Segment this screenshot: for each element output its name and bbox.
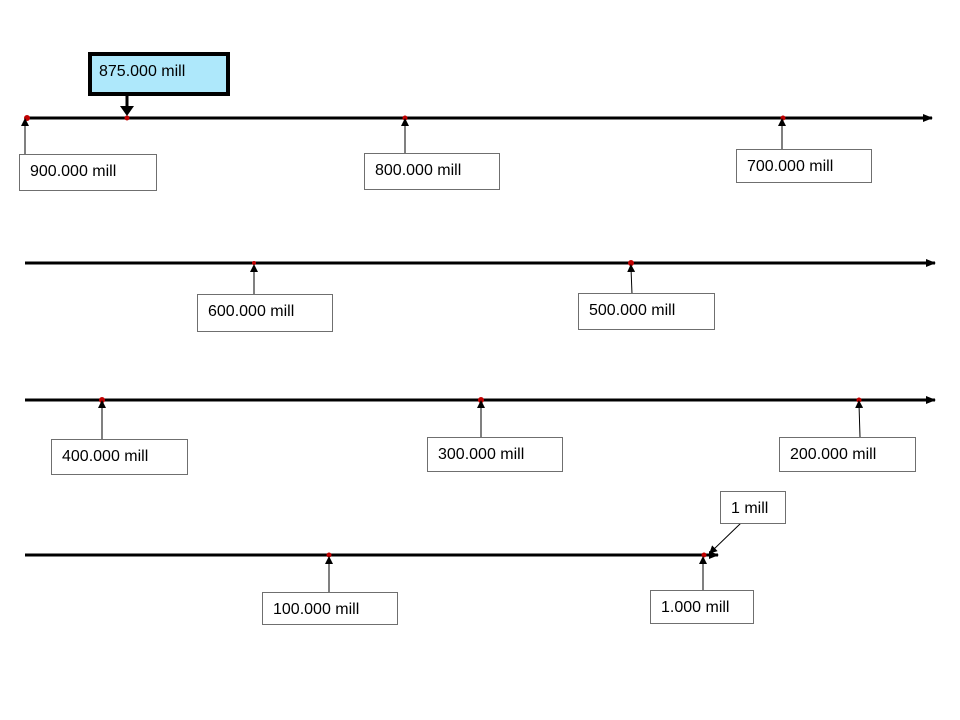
dot-100	[326, 552, 332, 558]
dot-875	[124, 115, 130, 121]
label-875-highlight: 875.000 mill	[88, 52, 230, 96]
label-100: 100.000 mill	[262, 592, 398, 625]
dot-900	[24, 115, 30, 121]
label-800-text: 800.000 mill	[375, 162, 462, 179]
label-900: 900.000 mill	[19, 154, 157, 191]
label-700: 700.000 mill	[736, 149, 872, 183]
dot-800	[402, 115, 408, 121]
label-300: 300.000 mill	[427, 437, 563, 472]
dot-400	[99, 397, 105, 403]
label-800: 800.000 mill	[364, 153, 500, 190]
dot-500	[628, 260, 634, 266]
label-500-text: 500.000 mill	[589, 302, 676, 319]
label-300-text: 300.000 mill	[438, 446, 525, 463]
arrow-500	[627, 264, 636, 295]
label-200-text: 200.000 mill	[790, 446, 877, 463]
label-875-text: 875.000 mill	[99, 63, 186, 80]
label-400-text: 400.000 mill	[62, 448, 149, 465]
label-400: 400.000 mill	[51, 439, 188, 475]
label-1-text: 1 mill	[731, 500, 769, 517]
dot-700	[780, 115, 786, 121]
arrow-875-head	[120, 106, 134, 116]
label-200: 200.000 mill	[779, 437, 916, 472]
dot-1000	[701, 552, 707, 558]
label-1000-text: 1.000 mill	[661, 599, 730, 616]
dot-200	[856, 397, 862, 403]
label-1000: 1.000 mill	[650, 590, 754, 624]
label-900-text: 900.000 mill	[30, 163, 117, 180]
dot-300	[478, 397, 484, 403]
label-600-text: 600.000 mill	[208, 303, 295, 320]
arrow-1	[709, 522, 742, 554]
label-1: 1 mill	[720, 491, 786, 524]
label-700-text: 700.000 mill	[747, 158, 834, 175]
dot-600	[252, 261, 256, 265]
label-100-text: 100.000 mill	[273, 601, 360, 618]
label-600: 600.000 mill	[197, 294, 333, 332]
label-500: 500.000 mill	[578, 293, 715, 330]
arrow-200	[855, 400, 864, 438]
